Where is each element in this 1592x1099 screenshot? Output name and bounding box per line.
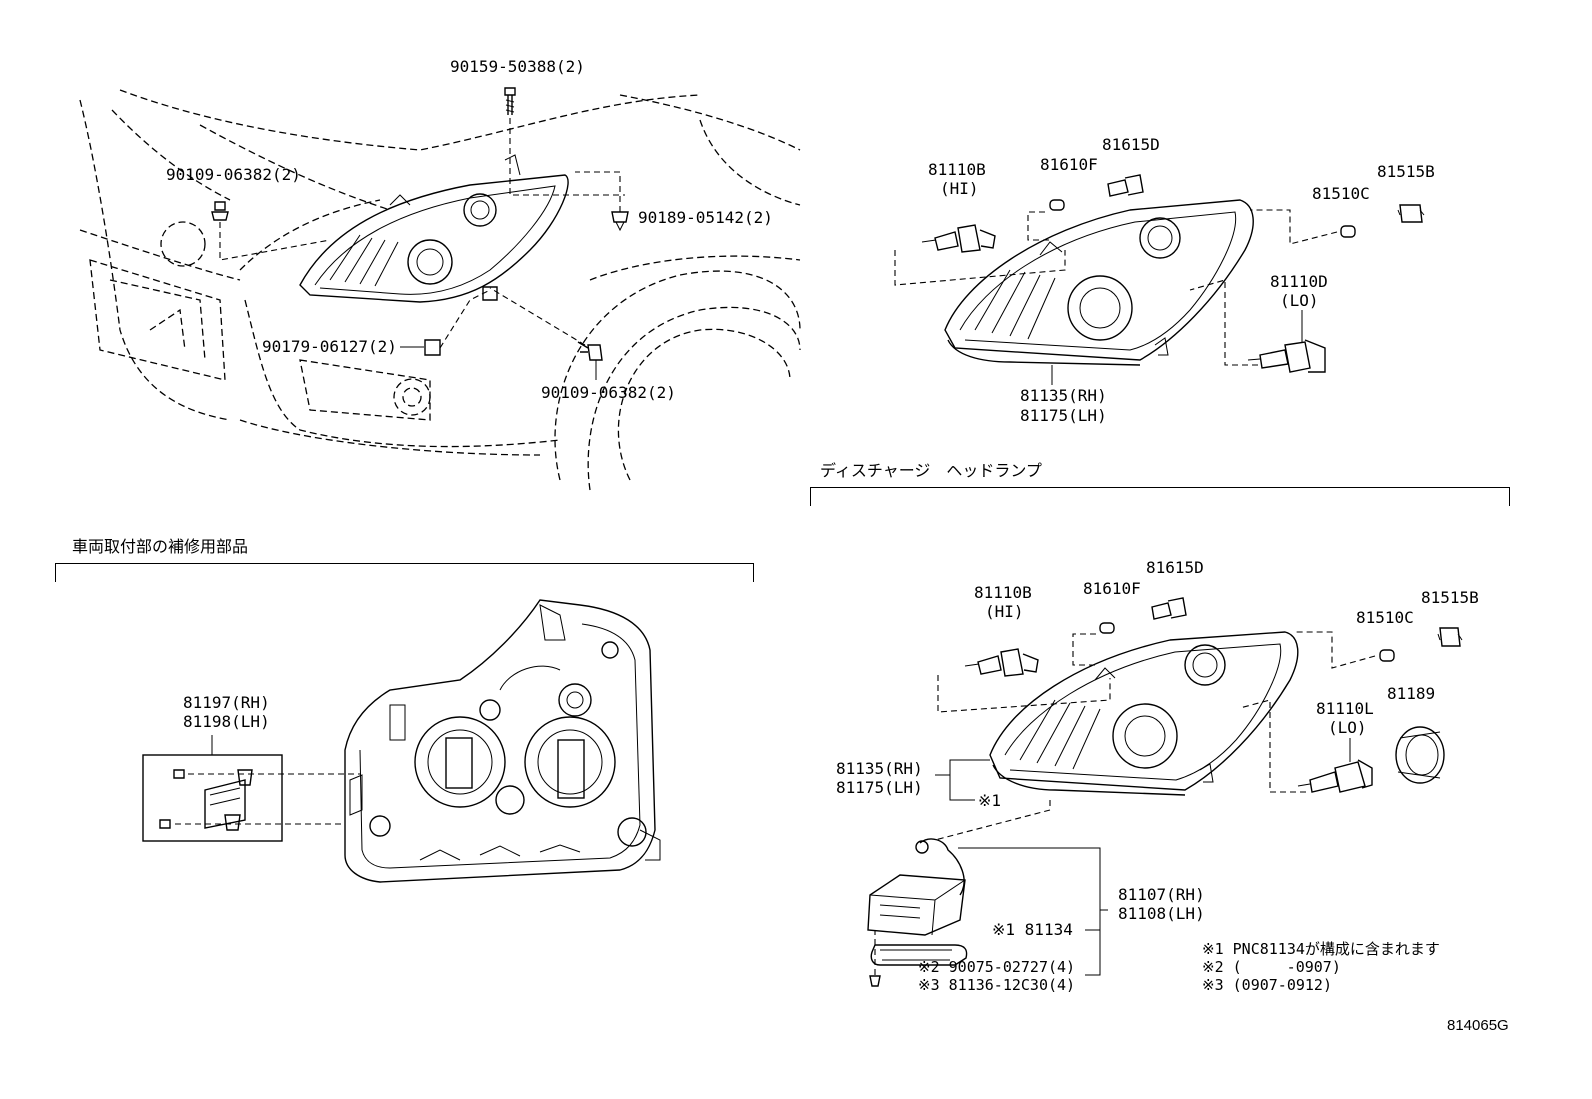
label-nut-lower: 90179-06127(2) bbox=[262, 337, 397, 356]
label-clip-right: 90189-05142(2) bbox=[638, 208, 773, 227]
p1-socket-81615d bbox=[1107, 174, 1144, 197]
label-p2-81610f: 81610F bbox=[1083, 579, 1141, 598]
label-p1-bulb-hi: 81110B bbox=[928, 160, 986, 179]
p2-bulb-81610f bbox=[1072, 622, 1115, 666]
label-p2-81615d: 81615D bbox=[1146, 558, 1204, 577]
p2-unit-leaders bbox=[935, 759, 990, 801]
note-1: ※1 PNC81134が構成に含まれます bbox=[1202, 940, 1440, 958]
label-bolt-lower: 90109-06382(2) bbox=[541, 383, 676, 402]
fastener-clip-right bbox=[575, 171, 629, 232]
label-screw: ※3 81136-12C30(4) bbox=[918, 976, 1076, 994]
bracket-clip bbox=[482, 286, 498, 301]
label-p1-unit-lh: 81175(LH) bbox=[1020, 406, 1107, 425]
p1-socket-81515b bbox=[1397, 204, 1425, 223]
label-p1-bulb-hi-tag: (HI) bbox=[940, 179, 979, 198]
label-bolt-top: 90159-50388(2) bbox=[450, 57, 585, 76]
label-p2-bulb-hi-tag: (HI) bbox=[985, 602, 1024, 621]
label-ballast-lh: 81108(LH) bbox=[1118, 904, 1205, 923]
label-p2-bulb-hi: 81110B bbox=[974, 583, 1032, 602]
label-p2-bulb-lo-tag: (LO) bbox=[1328, 718, 1367, 737]
p1-bulb-hi bbox=[894, 224, 1066, 286]
label-p2-unit-rh: 81135(RH) bbox=[836, 759, 923, 778]
p1-bulb-81510c bbox=[1250, 209, 1356, 245]
p2-socket-81515b bbox=[1437, 627, 1463, 647]
label-p1-81515b: 81515B bbox=[1377, 162, 1435, 181]
label-p1-bulb-lo: 81110D bbox=[1270, 272, 1328, 291]
note-2: ※2 ( -0907) bbox=[1202, 958, 1341, 976]
label-p1-bulb-lo-tag: (LO) bbox=[1280, 291, 1319, 310]
repair-kit-box bbox=[142, 754, 360, 842]
note-3: ※3 (0907-0912) bbox=[1202, 976, 1332, 994]
halogen-headlamp-unit bbox=[944, 199, 1254, 366]
discharge-ballast bbox=[867, 800, 1108, 987]
label-81134: ※1 81134 bbox=[992, 920, 1073, 939]
label-p2-cover: 81189 bbox=[1387, 684, 1436, 703]
p2-bulb-hi bbox=[937, 648, 1111, 713]
section-bracket-discharge bbox=[810, 487, 1510, 506]
label-p2-note-mark: ※1 bbox=[978, 791, 1002, 810]
p2-bulb-81510c bbox=[1295, 631, 1395, 669]
p2-bulb-lo bbox=[1239, 699, 1373, 793]
fastener-bolt-lower bbox=[489, 287, 603, 380]
label-p1-81615d: 81615D bbox=[1102, 135, 1160, 154]
vehicle-front-outline bbox=[79, 89, 801, 491]
label-p2-81515b: 81515B bbox=[1421, 588, 1479, 607]
label-p1-81610f: 81610F bbox=[1040, 155, 1098, 174]
fastener-bolt-top bbox=[504, 87, 625, 196]
label-bolt-left: 90109-06382(2) bbox=[166, 165, 301, 184]
section-title-repair: 車両取付部の補修用部品 bbox=[72, 537, 249, 556]
p2-cover-81189 bbox=[1395, 726, 1445, 784]
label-ballast-rh: 81107(RH) bbox=[1118, 885, 1205, 904]
label-p1-unit-rh: 81135(RH) bbox=[1020, 386, 1107, 405]
headlamp-on-vehicle bbox=[299, 154, 569, 303]
label-p2-81510c: 81510C bbox=[1356, 608, 1414, 627]
section-bracket-repair bbox=[55, 563, 754, 582]
headlamp-rear-view bbox=[344, 599, 661, 883]
p1-bulb-lo bbox=[1189, 279, 1326, 373]
label-p2-bulb-lo: 81110L bbox=[1316, 699, 1374, 718]
label-repair-lh: 81198(LH) bbox=[183, 712, 270, 731]
label-repair-rh: 81197(RH) bbox=[183, 693, 270, 712]
label-gasket: ※2 90075-02727(4) bbox=[918, 958, 1076, 976]
p2-socket-81615d bbox=[1151, 597, 1187, 620]
section-title-discharge: ディスチャージ ヘッドランプ bbox=[820, 461, 1042, 480]
p1-bulb-81610f bbox=[1027, 199, 1065, 241]
diagram-code: 814065G bbox=[1447, 1017, 1509, 1034]
fastener-bolt-left bbox=[211, 201, 331, 261]
label-p1-81510c: 81510C bbox=[1312, 184, 1370, 203]
label-p2-unit-lh: 81175(LH) bbox=[836, 778, 923, 797]
discharge-headlamp-unit bbox=[989, 631, 1299, 796]
